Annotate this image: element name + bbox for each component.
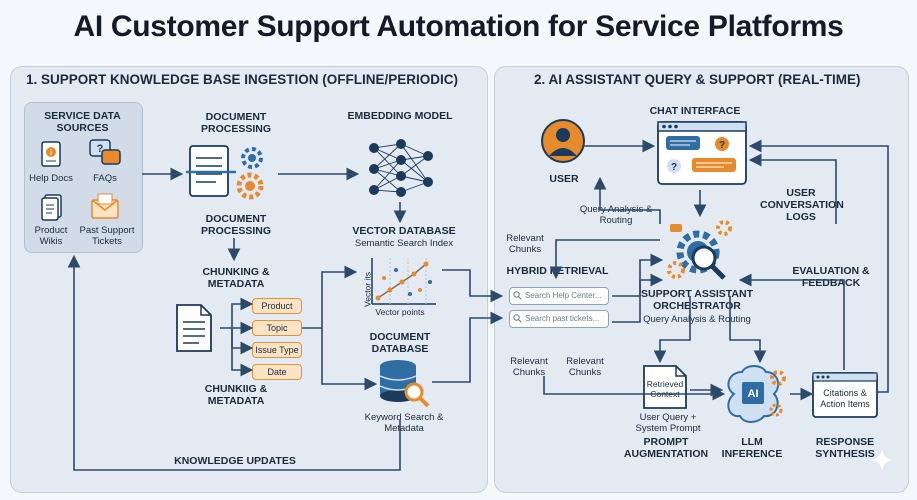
- user-avatar-icon: [541, 119, 585, 163]
- search-icon: [513, 314, 522, 324]
- relevant-chunks-label-a: Relevant Chunks: [510, 356, 548, 378]
- svg-text:?: ?: [671, 162, 677, 173]
- search-icon: [513, 291, 522, 301]
- document-db-title: DOCUMENT DATABASE: [369, 331, 431, 355]
- vector-scatter-icon: [371, 258, 436, 305]
- prompt-augmentation-label: PROMPT AUGMENTATION: [623, 436, 709, 460]
- llm-inference-label: LLM INFERENCE: [721, 436, 783, 460]
- search-help-center-input[interactable]: Search Help Center...: [509, 287, 609, 305]
- tag-topic: Topic: [252, 320, 302, 336]
- query-heading: 2. AI ASSISTANT QUERY & SUPPORT (REAL-TI…: [534, 72, 861, 87]
- chat-window-icon: ? ?: [657, 121, 747, 185]
- vector-db-subtitle: Semantic Search Index: [354, 238, 454, 249]
- relevant-chunks-top-label: Relevant Chunks: [506, 233, 544, 255]
- document-processing-icon: [186, 145, 264, 200]
- source-label-faqs: FAQs: [93, 173, 117, 184]
- source-label-past-tickets: Past Support Tickets: [79, 225, 135, 247]
- svg-text:?: ?: [97, 143, 104, 155]
- vector-db-title: VECTOR DATABASE: [352, 225, 456, 237]
- user-query-prompt-label: User Query + System Prompt: [635, 412, 701, 434]
- embedding-model-label: EMBEDDING MODEL: [347, 110, 453, 122]
- help-docs-icon: i: [41, 141, 61, 167]
- svg-text:?: ?: [719, 140, 725, 151]
- conversation-logs-label: USER CONVERSATION LOGS: [760, 187, 844, 223]
- ai-chip-text: AI: [748, 388, 759, 400]
- orchestrator-subtitle: Query Analysis & Routing: [643, 314, 751, 325]
- data-sources-title: SERVICE DATA SOURCES: [44, 110, 121, 134]
- chat-interface-label: CHAT INTERFACE: [649, 105, 741, 117]
- doc-processing-label-bottom: DOCUMENT PROCESSING: [200, 213, 271, 237]
- source-label-product-wikis: Product Wikis: [34, 225, 68, 247]
- source-label-help-docs: Help Docs: [29, 173, 73, 184]
- vector-x-axis-label: Vector points: [375, 307, 425, 317]
- llm-brain-icon: AI: [727, 365, 786, 423]
- chunking-label-top: CHUNKING & METADATA: [202, 266, 270, 290]
- support-tickets-icon: [91, 193, 119, 219]
- document-db-caption: Keyword Search & Metadata: [364, 412, 444, 434]
- search-past-tickets-input[interactable]: Search past tickets...: [509, 310, 609, 328]
- faqs-icon: ?: [89, 139, 121, 165]
- chunk-document-icon: [176, 304, 212, 352]
- knowledge-updates-label: KNOWLEDGE UPDATES: [174, 455, 296, 467]
- orchestrator-gears-icon: [667, 220, 732, 280]
- doc-processing-label-top: DOCUMENT PROCESSING: [200, 111, 271, 135]
- sparkle-icon: [870, 448, 894, 472]
- user-label: USER: [549, 173, 579, 185]
- response-synthesis-label: RESPONSE SYNTHESIS: [815, 436, 875, 460]
- database-search-icon: [379, 360, 430, 408]
- ingestion-heading: 1. SUPPORT KNOWLEDGE BASE INGESTION (OFF…: [26, 72, 459, 87]
- page-title: AI Customer Support Automation for Servi…: [73, 10, 844, 43]
- relevant-chunks-label-b: Relevant Chunks: [566, 356, 604, 378]
- product-wikis-icon: [41, 194, 62, 221]
- neural-network-icon: [369, 139, 433, 197]
- data-sources-box: [24, 102, 143, 253]
- retrieved-context-doc-icon: [643, 365, 687, 409]
- orchestrator-title: SUPPORT ASSISTANT ORCHESTRATOR: [640, 288, 753, 312]
- citations-label: Citations & Action Items: [820, 388, 870, 409]
- tag-issue-type: Issue Type: [252, 342, 302, 358]
- svg-text:i: i: [50, 148, 52, 157]
- chunking-label-bottom: CHUNKIIG & METADATA: [204, 383, 268, 407]
